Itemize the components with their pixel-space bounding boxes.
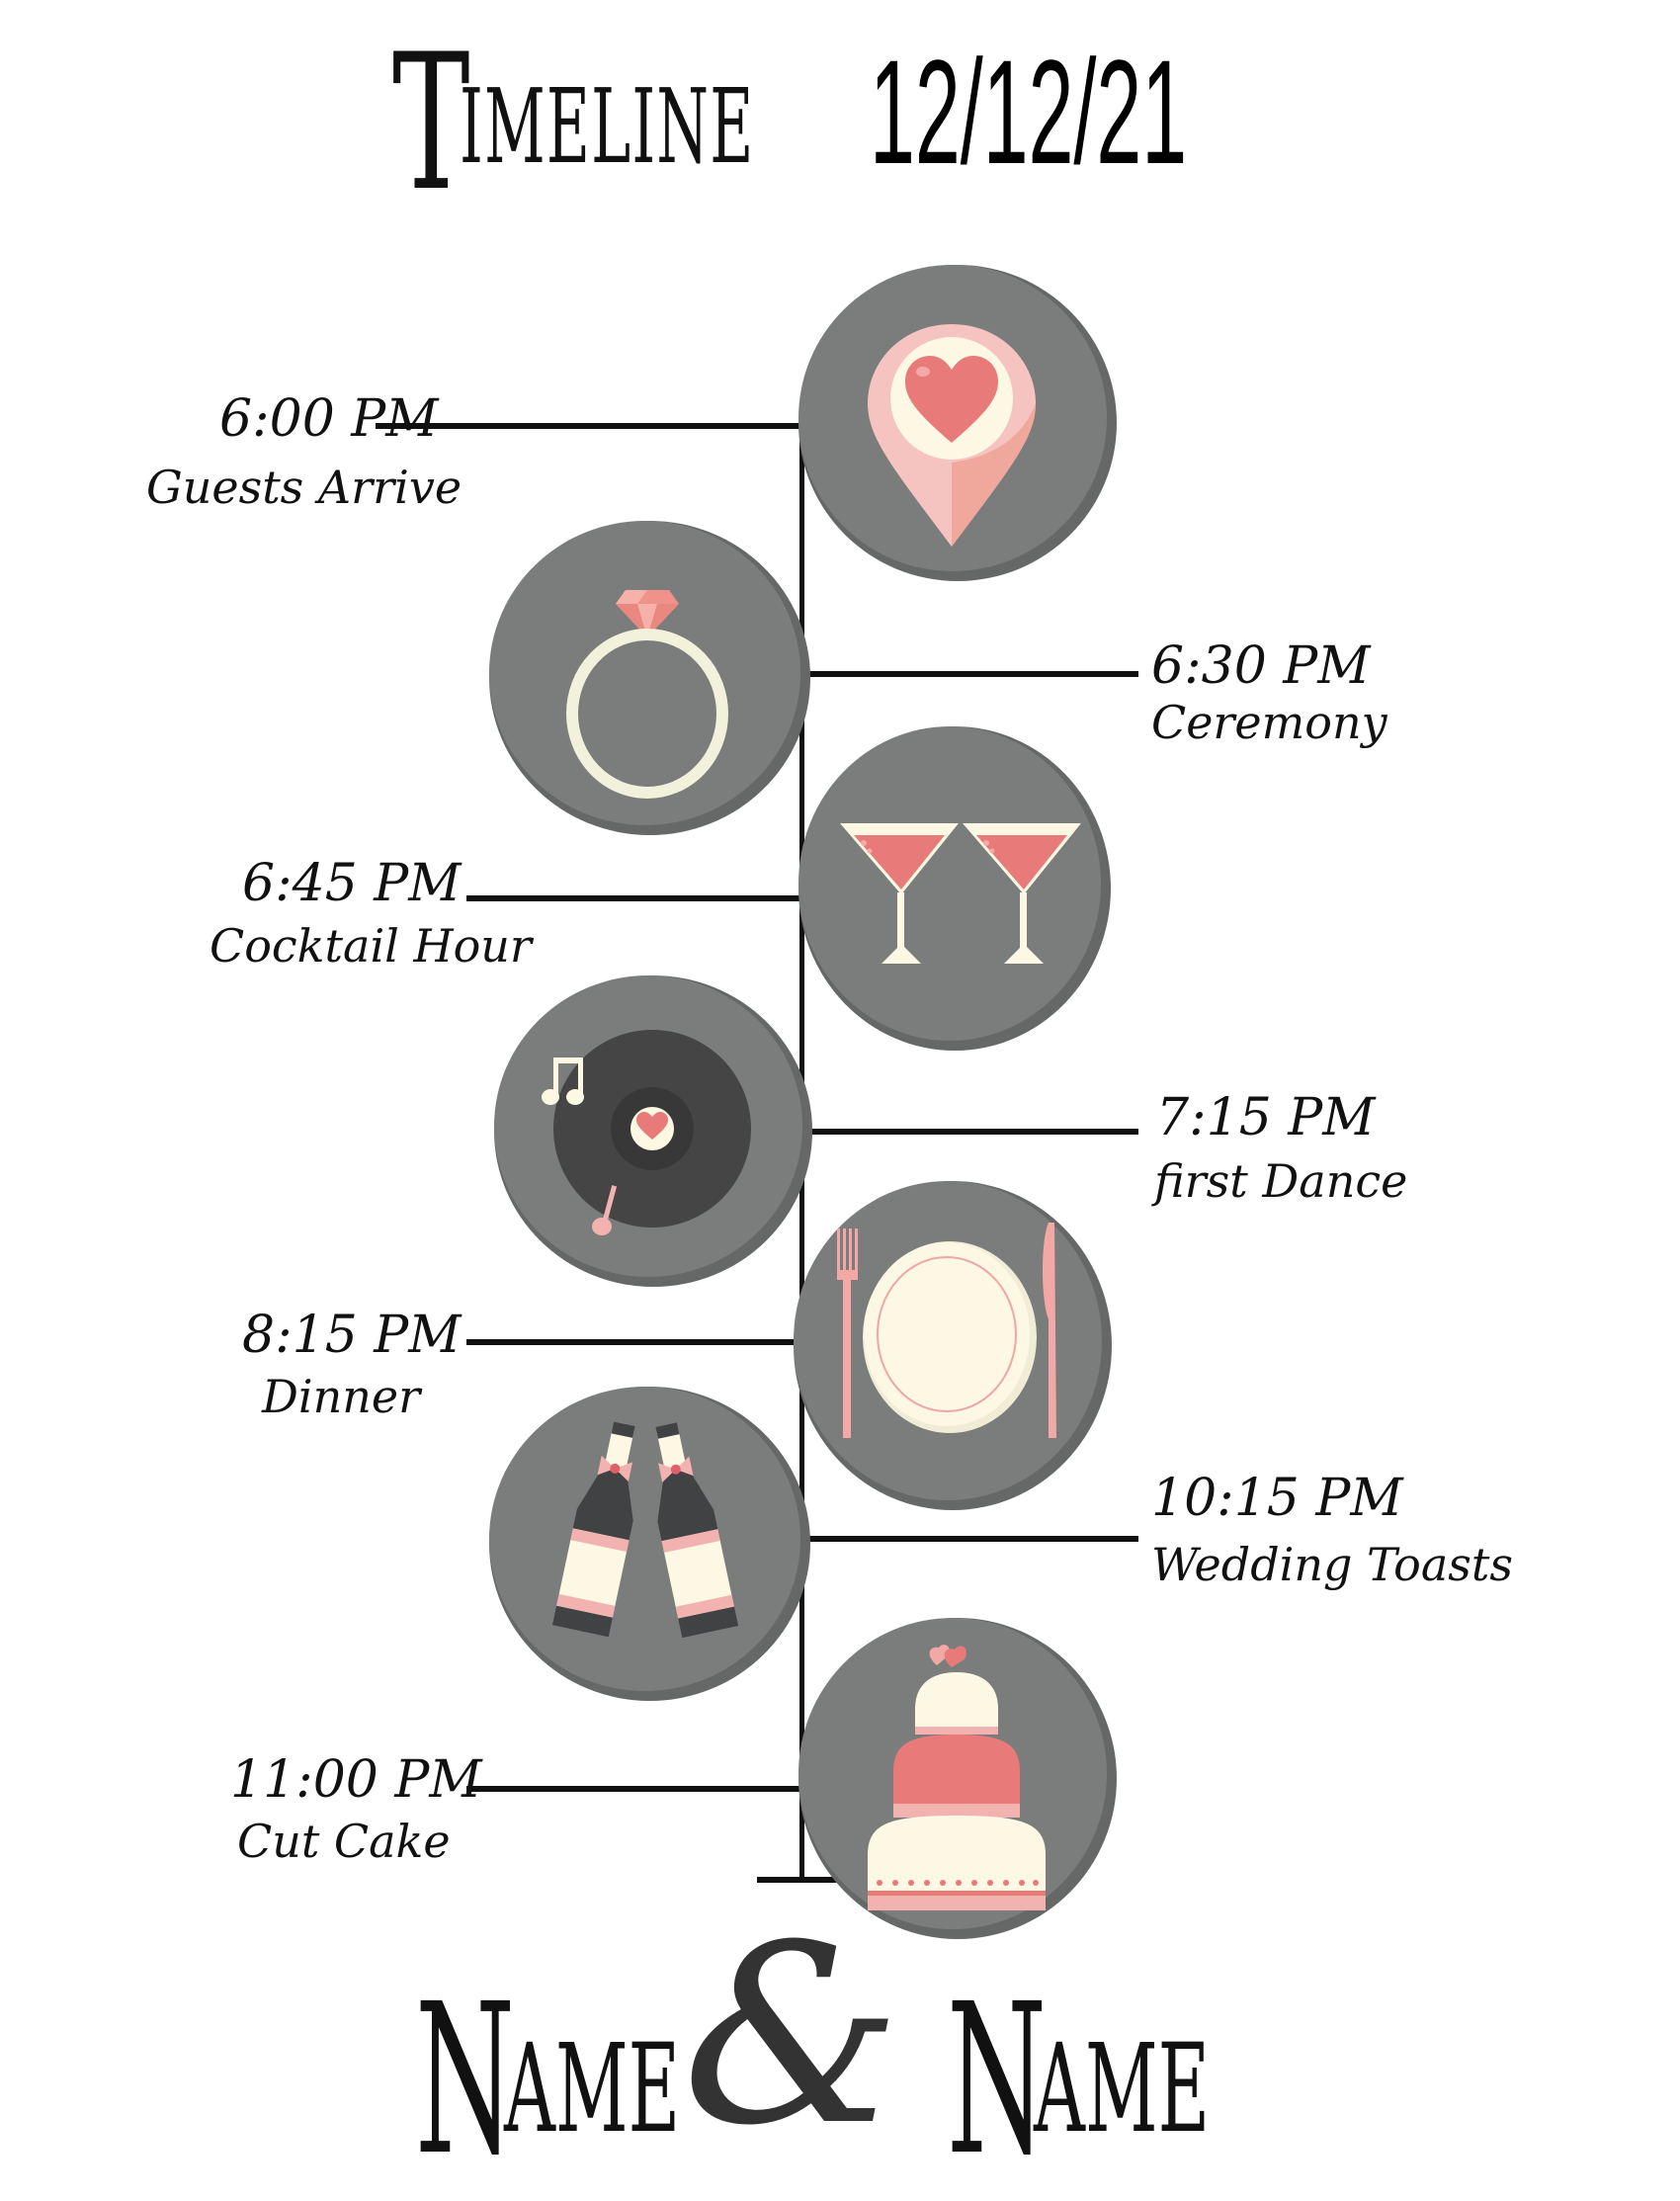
vinyl-record-music-icon bbox=[494, 975, 812, 1287]
connector-line-5 bbox=[466, 1339, 802, 1345]
event-time: 7:15 PM bbox=[1156, 1088, 1376, 1147]
name1-rest: AME bbox=[504, 2018, 681, 2160]
event-label: Cocktail Hour bbox=[210, 919, 532, 973]
connector-line-1 bbox=[376, 423, 802, 429]
event-label: first Dance bbox=[1154, 1154, 1408, 1208]
timeline-base bbox=[757, 1877, 842, 1883]
connector-line-6 bbox=[802, 1536, 1138, 1542]
name1-initial: N bbox=[415, 1959, 516, 2201]
event-time: 6:30 PM bbox=[1151, 636, 1371, 696]
event-time: 6:45 PM bbox=[242, 854, 462, 913]
diamond-ring-icon bbox=[489, 521, 810, 835]
location-pin-heart-icon bbox=[798, 265, 1117, 581]
event-time: 10:15 PM bbox=[1151, 1469, 1403, 1528]
event-date: 12/12/21 bbox=[870, 29, 1188, 195]
connector-line-7 bbox=[466, 1786, 802, 1792]
event-label: Guests Arrive bbox=[146, 461, 462, 514]
event-label: Cut Cake bbox=[237, 1815, 451, 1868]
name2-initial: N bbox=[947, 1959, 1048, 2201]
event-time: 8:15 PM bbox=[242, 1306, 462, 1365]
connector-line-4 bbox=[802, 1129, 1138, 1135]
plate-fork-knife-icon bbox=[794, 1181, 1112, 1510]
title-text: IMELINE bbox=[460, 66, 755, 187]
martini-glasses-icon bbox=[798, 726, 1111, 1051]
champagne-bottles-icon bbox=[489, 1387, 810, 1701]
event-time: 11:00 PM bbox=[230, 1750, 482, 1810]
event-label: Dinner bbox=[262, 1370, 421, 1423]
event-time: 6:00 PM bbox=[219, 389, 439, 449]
connector-line-2 bbox=[802, 671, 1138, 677]
connector-line-3 bbox=[466, 895, 802, 901]
ampersand-flourish: & bbox=[682, 1892, 902, 2179]
event-label: Wedding Toasts bbox=[1151, 1538, 1513, 1591]
wedding-cake-icon bbox=[798, 1618, 1117, 1939]
name2-rest: AME bbox=[1034, 2018, 1211, 2160]
event-label: Ceremony bbox=[1151, 696, 1387, 749]
title-initial: T bbox=[392, 14, 470, 232]
